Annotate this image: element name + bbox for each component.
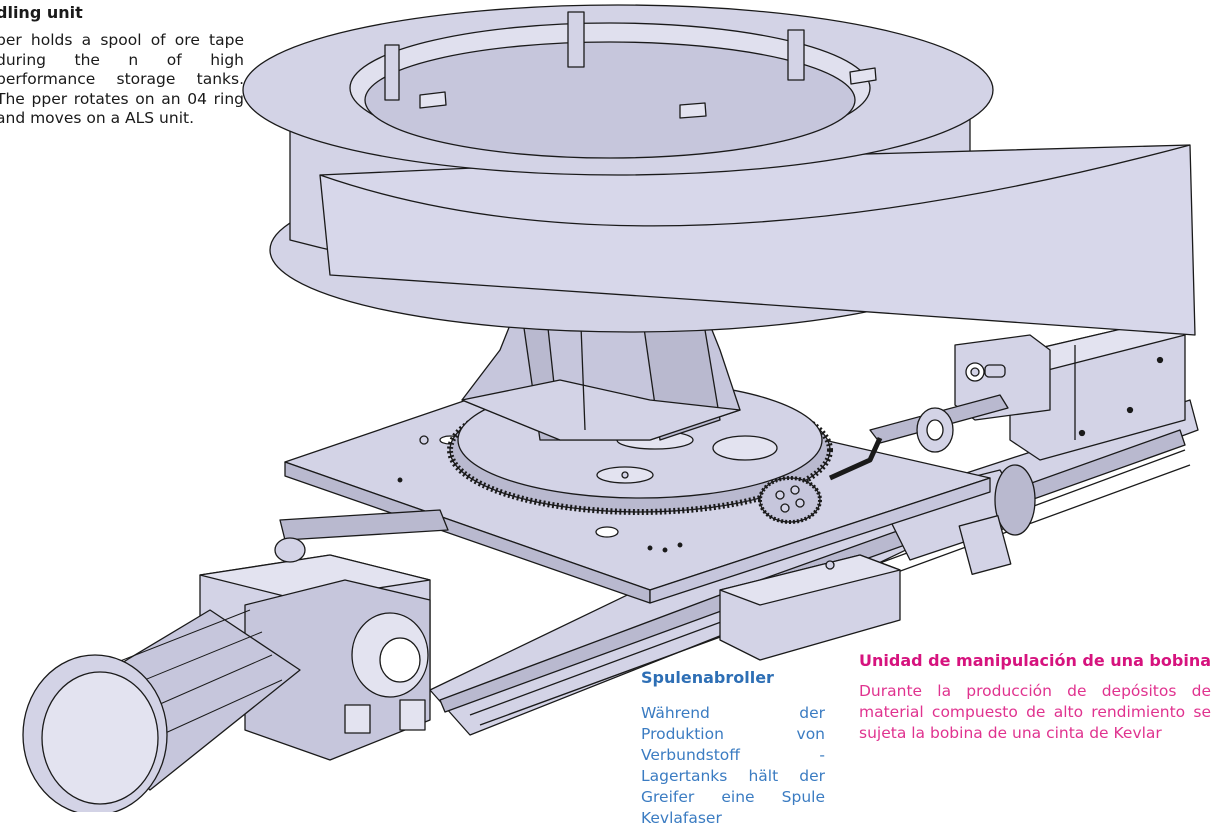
english-description: dling unit per holds a spool of ore tape… <box>0 0 244 129</box>
spool-handling-unit-drawing <box>22 4 1199 812</box>
pneumatic-cylinder <box>869 334 1051 453</box>
english-body: per holds a spool of ore tape during the… <box>0 31 244 127</box>
spool-upper-flange <box>242 4 994 176</box>
drive-pinion <box>758 436 883 524</box>
german-description: Spulenabroller Während der Produktion vo… <box>641 667 825 829</box>
german-title: Spulenabroller <box>641 668 774 687</box>
spanish-title: Unidad de manipulación de una bobina <box>859 651 1211 670</box>
german-body: Während der Produktion von Verbundstoff … <box>641 704 825 827</box>
spanish-description: Unidad de manipulación de una bobina Dur… <box>859 651 1211 744</box>
rail-end-housing <box>1009 319 1186 461</box>
english-title: dling unit <box>0 3 83 22</box>
spool-stand <box>461 299 741 441</box>
kevlar-tape <box>319 144 1196 336</box>
drive-motor <box>22 609 301 812</box>
spanish-body: Durante la producción de depósitos de ma… <box>859 682 1211 742</box>
